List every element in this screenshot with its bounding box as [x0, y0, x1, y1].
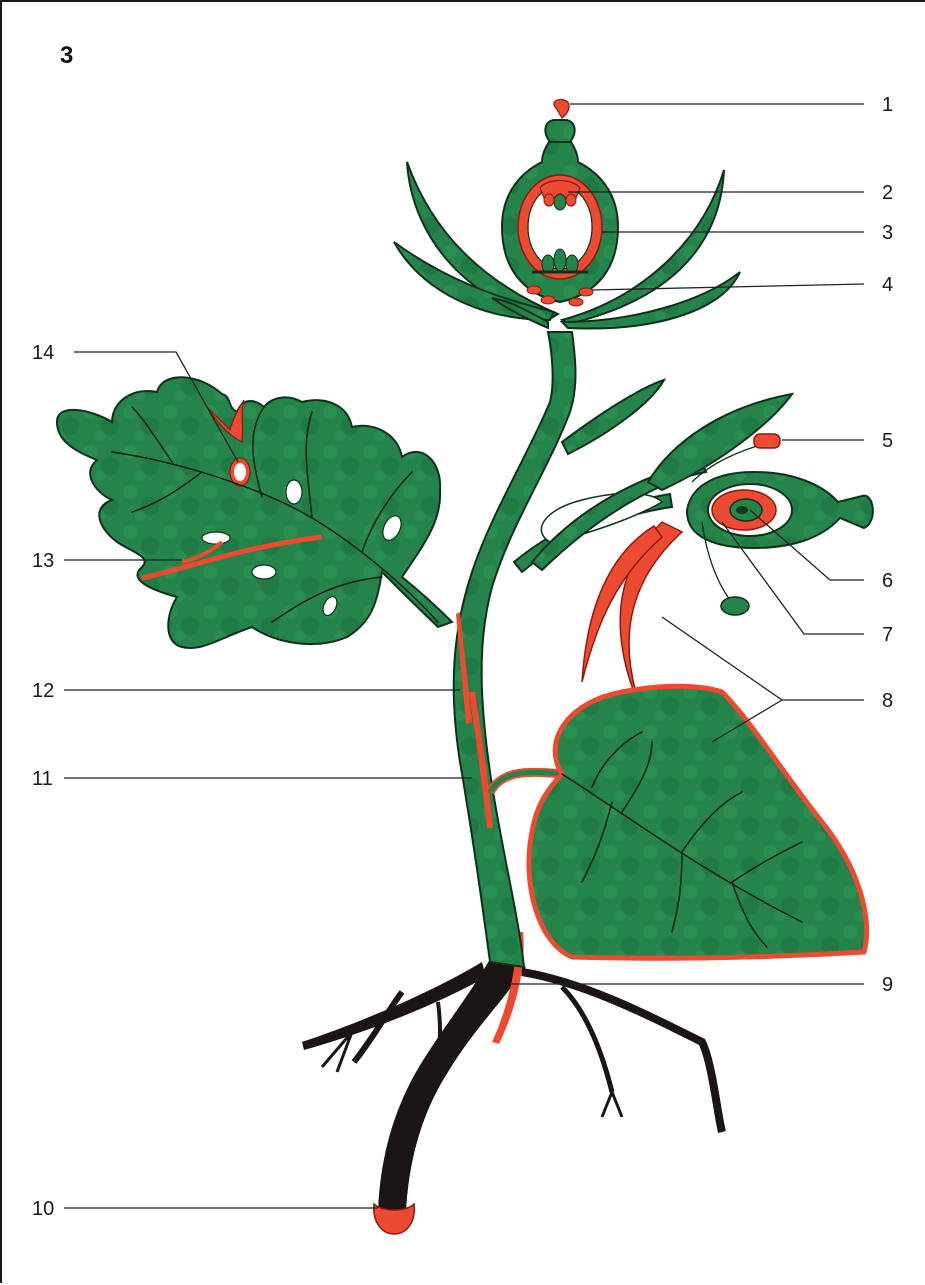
label-2: 2: [882, 182, 893, 204]
label-3: 3: [882, 222, 893, 244]
root-system: [302, 932, 722, 1234]
label-11: 11: [32, 768, 53, 790]
label-4: 4: [882, 274, 893, 296]
heart-leaf: [490, 686, 867, 958]
lobed-leaf: [57, 377, 452, 648]
label-5: 5: [882, 430, 893, 452]
label-7: 7: [882, 624, 893, 646]
label-9: 9: [882, 974, 893, 996]
label-13: 13: [32, 550, 54, 572]
label-6: 6: [882, 570, 893, 592]
label-1: 1: [882, 94, 893, 116]
label-10: 10: [32, 1198, 54, 1220]
red-bracts: [582, 522, 682, 712]
label-8: 8: [882, 690, 893, 712]
label-14: 14: [32, 342, 54, 364]
label-12: 12: [32, 680, 54, 702]
top-flower: [394, 99, 740, 328]
